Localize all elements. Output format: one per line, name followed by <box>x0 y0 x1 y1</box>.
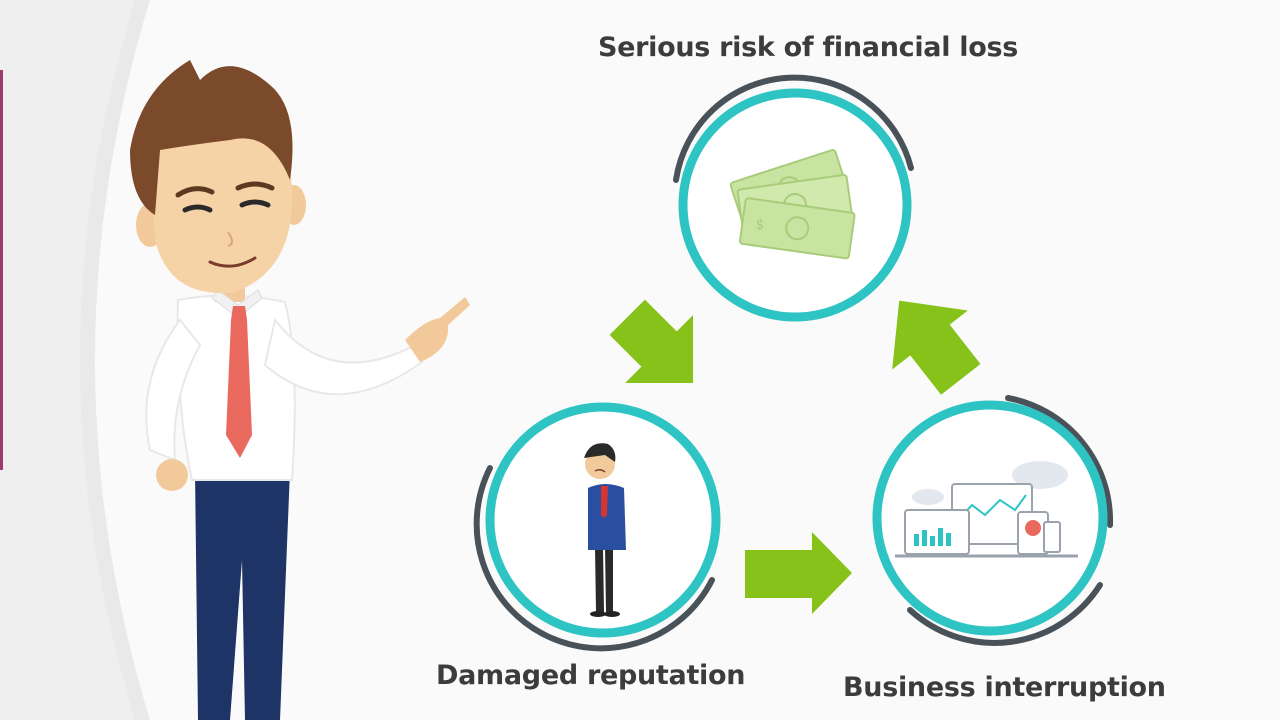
arrow-left-to-right <box>745 532 852 614</box>
outer-arc-top <box>673 74 914 183</box>
label-financial-loss: Serious risk of financial loss <box>598 32 1019 63</box>
arrow-top-to-left <box>609 299 694 384</box>
node-business-interruption <box>872 395 1114 646</box>
arrow-right-to-top <box>892 300 981 395</box>
devices-dashboard-icon <box>895 461 1078 558</box>
node-damaged-reputation <box>473 402 721 652</box>
node-financial-loss: $ <box>673 74 914 322</box>
svg-text:$: $ <box>754 217 765 234</box>
label-damaged-reputation: Damaged reputation <box>436 660 746 691</box>
money-bills-icon: $ <box>729 149 856 260</box>
outer-arc-right <box>907 395 1114 646</box>
presenter-character <box>130 60 470 720</box>
label-business-interruption: Business interruption <box>843 672 1166 703</box>
outer-arc-left <box>473 465 715 652</box>
sad-businessman-icon <box>584 443 626 617</box>
